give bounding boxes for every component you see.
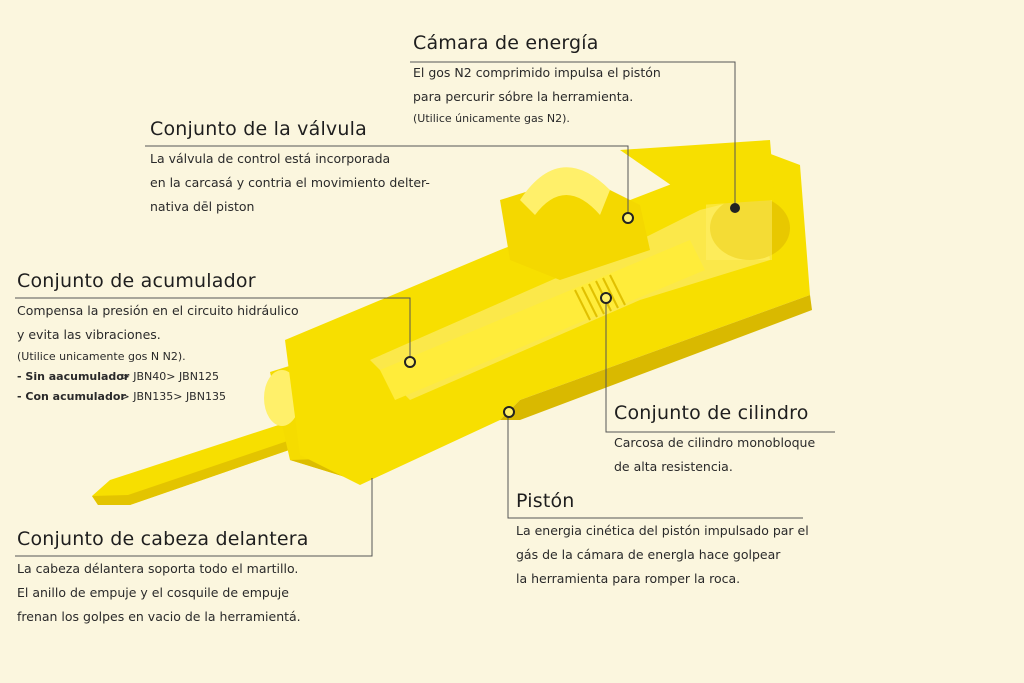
callout-title: Conjunto de acumulador (17, 270, 256, 292)
callout-markers (404, 203, 740, 418)
model-value: > JBN40> JBN125 (120, 370, 219, 383)
callout-note: (Utilice unicamente gos N N2). (17, 350, 186, 363)
callout-line: Compensa la presión en el circuito hidrá… (17, 303, 299, 318)
callout-line: Carcosa de cilindro monobloque (614, 435, 816, 450)
model-row: - Con acumulador > JBN135> JBN135 (17, 387, 299, 407)
callout-line: de alta resistencia. (614, 459, 733, 474)
callout-line: gás de la cámara de energla hace golpear (516, 547, 781, 562)
callout-piston: Pistón La energia cinética del pistón im… (516, 490, 809, 591)
callout-title: Conjunto de la válvula (150, 118, 367, 140)
callout-line: El anillo de empuje y el cosquile de emp… (17, 585, 289, 600)
model-label: - Con acumulador (17, 390, 126, 403)
callout-camara-energia: Cámara de energía El gos N2 comprimido i… (413, 32, 661, 129)
callout-line: en la carcasá y contria el movimiento de… (150, 175, 430, 190)
callout-note: (Utilice únicamente gas N2). (413, 112, 570, 125)
callout-cabeza-delantera: Conjunto de cabeza delantera La cabeza d… (17, 528, 309, 629)
marker-acumulador (404, 356, 416, 368)
breaker-body (92, 140, 812, 505)
marker-piston (503, 406, 515, 418)
callout-line: para percurir sóbre la herramienta. (413, 89, 634, 104)
callout-line: frenan los golpes en vacio de la herrami… (17, 609, 301, 624)
marker-cilindro (600, 292, 612, 304)
callout-line: la herramienta para romper la roca. (516, 571, 741, 586)
callout-line: y evita las vibraciones. (17, 327, 161, 342)
callout-line: La cabeza délantera soporta todo el mart… (17, 561, 299, 576)
callout-title: Conjunto de cilindro (614, 402, 809, 424)
callout-title: Conjunto de cabeza delantera (17, 528, 309, 550)
callout-line: nativa dēl piston (150, 199, 255, 214)
callout-line: La energia cinética del pistón impulsado… (516, 523, 809, 538)
callout-title: Cámara de energía (413, 32, 599, 54)
callout-conjunto-acumulador: Conjunto de acumulador Compensa la presi… (17, 270, 299, 407)
callout-conjunto-valvula: Conjunto de la válvula La válvula de con… (150, 118, 430, 219)
leader-lines (15, 61, 835, 557)
callout-conjunto-cilindro: Conjunto de cilindro Carcosa de cilindro… (614, 402, 815, 479)
model-row: - Sin aacumulador > JBN40> JBN125 (17, 367, 299, 387)
callout-line: El gos N2 comprimido impulsa el pistón (413, 65, 661, 80)
marker-valvula (622, 212, 634, 224)
model-label: - Sin aacumulador (17, 370, 130, 383)
marker-camara (730, 203, 740, 213)
callout-title: Pistón (516, 490, 575, 512)
model-value: > JBN135> JBN135 (120, 390, 226, 403)
callout-line: La válvula de control está incorporada (150, 151, 391, 166)
